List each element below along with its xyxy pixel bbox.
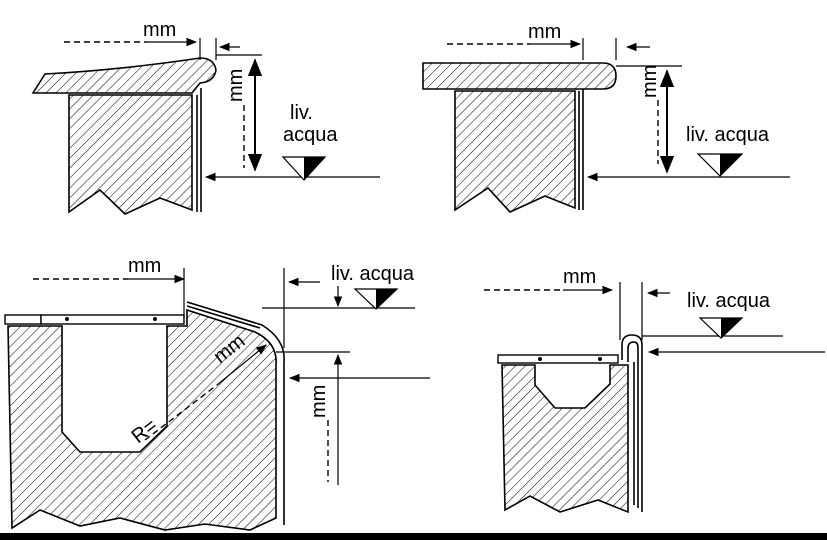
coping-stone-1 bbox=[31, 57, 217, 94]
panel-curved-coping: mm mm liv. acqua bbox=[31, 19, 380, 215]
dim-label-mm-3v: mm bbox=[308, 385, 330, 418]
dim-label-mm-3: mm bbox=[128, 255, 161, 277]
coping-stone-2 bbox=[422, 62, 617, 90]
panel-radius-edge: mm R= mm mm liv. acqua bbox=[4, 255, 430, 531]
dim-label-mm-2: mm bbox=[528, 21, 561, 43]
panel-flat-coping: mm mm liv. acqua bbox=[422, 21, 790, 213]
panel-rolled-edge: mm liv. acqua bbox=[484, 266, 825, 514]
dim-label-mm-4: mm bbox=[563, 266, 596, 288]
dim-label-mm-1: mm bbox=[143, 19, 176, 41]
wall-block-3 bbox=[7, 308, 277, 531]
grating-4 bbox=[497, 354, 619, 364]
water-label-3: liv. acqua bbox=[331, 263, 415, 285]
wall-block-4 bbox=[501, 364, 629, 514]
water-label-acqua-1: acqua bbox=[283, 124, 338, 146]
dim-label-mm-1v: mm bbox=[225, 69, 247, 102]
dim-label-mm-2v: mm bbox=[639, 65, 661, 98]
bottom-border bbox=[0, 533, 827, 540]
wall-block-1 bbox=[68, 94, 193, 215]
water-label-4: liv. acqua bbox=[687, 290, 771, 312]
water-label-liv-1: liv. bbox=[290, 102, 313, 124]
water-label-2: liv. acqua bbox=[686, 124, 770, 146]
radius-arrow bbox=[216, 344, 267, 386]
wall-block-2 bbox=[454, 90, 576, 213]
grating-3 bbox=[40, 314, 185, 325]
